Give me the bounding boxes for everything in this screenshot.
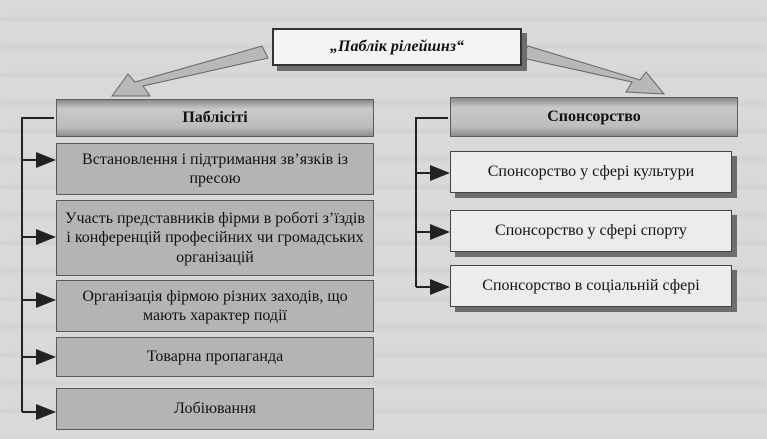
- publicity-item-events: Організація фірмою різних заходів, що ма…: [56, 280, 374, 332]
- sponsorship-item-social: Спонсорство в соціальній сфері: [450, 265, 732, 307]
- publicity-header: Паблісіті: [56, 99, 374, 137]
- sponsorship-header: Спонсорство: [450, 97, 738, 137]
- publicity-item-press: Встановлення і підтримання зв’язків із п…: [56, 143, 374, 195]
- diagram-title: „Паблік рілейшнз“: [272, 28, 522, 66]
- publicity-item-conferences: Участь представників фірми в роботі з’їз…: [56, 200, 374, 276]
- sponsorship-item-sport: Спонсорство у сфері спорту: [450, 210, 732, 252]
- publicity-item-product-promotion: Товарна пропаганда: [56, 337, 374, 377]
- arrow-to-sponsorship: [521, 45, 666, 95]
- arrow-to-publicity: [111, 45, 269, 97]
- publicity-item-lobbying: Лобіювання: [56, 388, 374, 430]
- sponsorship-item-culture: Спонсорство у сфері культури: [450, 151, 732, 193]
